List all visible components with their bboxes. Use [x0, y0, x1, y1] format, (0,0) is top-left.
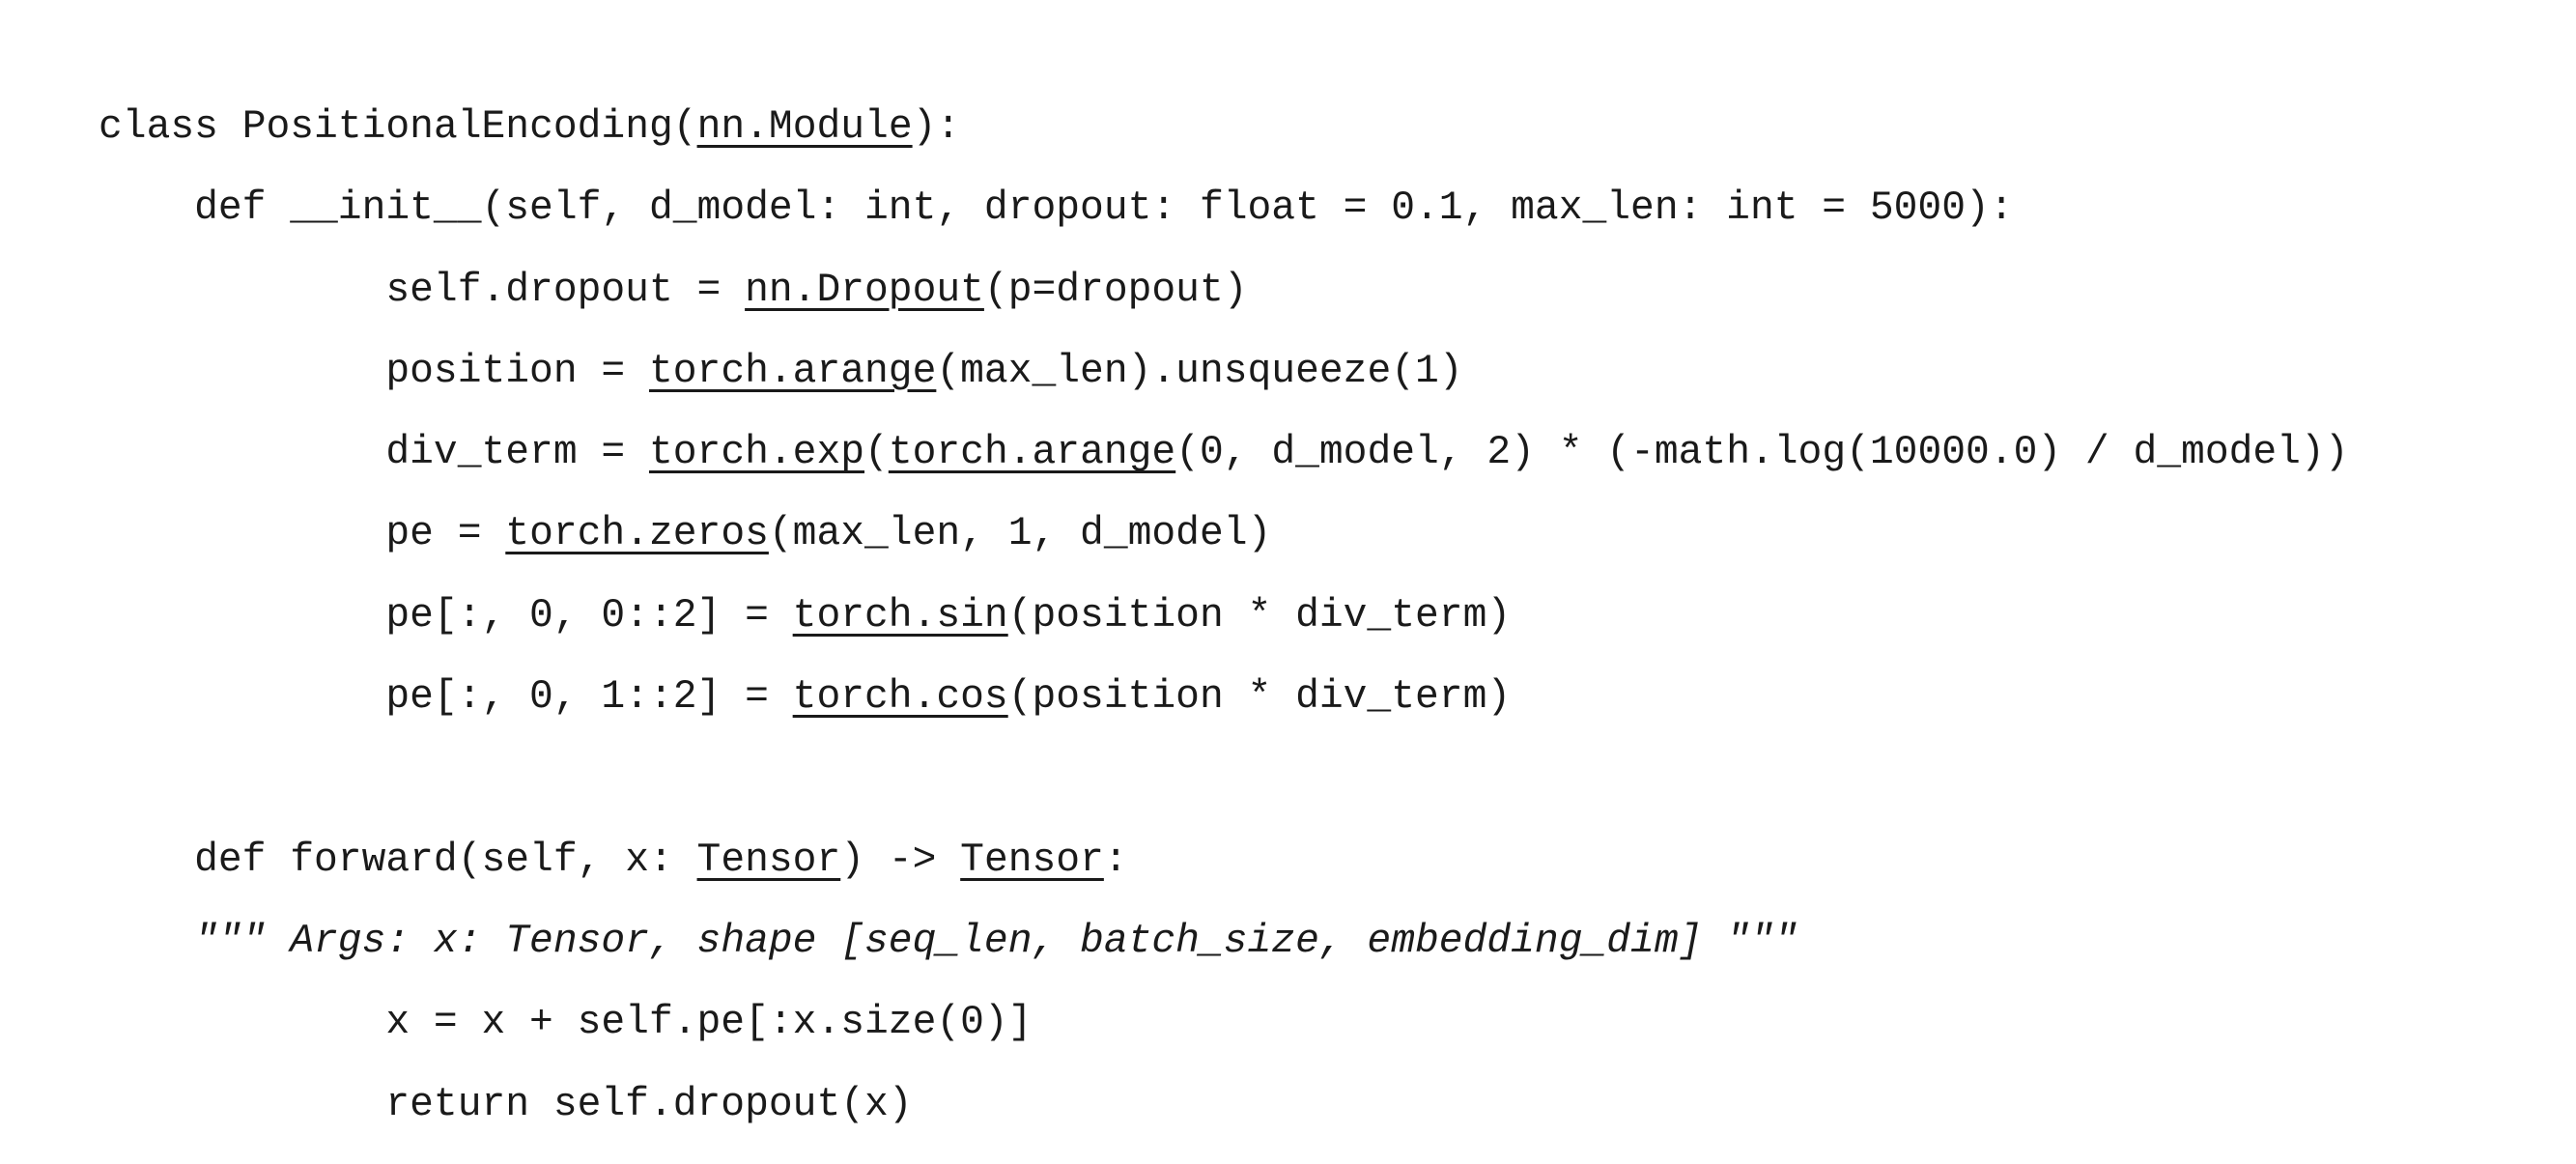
code-link[interactable]: nn.Module	[696, 105, 913, 150]
code-text: ) ->	[840, 838, 961, 883]
code-block: class PositionalEncoding(nn.Module): def …	[99, 87, 2349, 1146]
code-text: (position * div_term)	[1007, 593, 1512, 639]
code-text: :	[1103, 838, 1128, 883]
code-text: pe[:, 0, 0::2] =	[385, 593, 793, 639]
code-link[interactable]: torch.cos	[792, 675, 1008, 721]
code-text: x = x + self.pe[:x.size(0)]	[385, 1001, 1033, 1046]
code-link[interactable]: torch.arange	[648, 349, 937, 394]
code-line: pe = torch.zeros(max_len, 1, d_model)	[99, 494, 2349, 575]
code-link[interactable]: Tensor	[696, 838, 841, 883]
code-text: div_term =	[385, 431, 649, 476]
code-text: pe =	[385, 512, 506, 557]
code-text: position =	[385, 349, 649, 394]
code-text: (p=dropout)	[983, 268, 1248, 313]
code-line: x = x + self.pe[:x.size(0)]	[99, 982, 2349, 1064]
code-text: (max_len).unsqueeze(1)	[936, 349, 1463, 394]
code-text: (	[864, 431, 889, 476]
code-text: def forward(self, x:	[194, 838, 697, 883]
code-link[interactable]: torch.arange	[888, 431, 1176, 476]
code-text: (max_len, 1, d_model)	[768, 512, 1272, 557]
code-text: ):	[912, 105, 961, 150]
code-line	[99, 738, 2349, 819]
code-line: class PositionalEncoding(nn.Module):	[99, 87, 2349, 168]
code-text: return self.dropout(x)	[385, 1082, 913, 1127]
docstring: """ Args: x: Tensor, shape [seq_len, bat…	[194, 919, 1798, 964]
code-line: pe[:, 0, 0::2] = torch.sin(position * di…	[99, 576, 2349, 657]
code-link[interactable]: torch.exp	[648, 431, 865, 476]
code-text: self.dropout =	[385, 268, 746, 313]
code-link[interactable]: torch.zeros	[505, 512, 769, 557]
code-line: return self.dropout(x)	[99, 1065, 2349, 1146]
code-text: pe[:, 0, 1::2] =	[385, 675, 793, 721]
code-line: position = torch.arange(max_len).unsquee…	[99, 331, 2349, 412]
code-text: class PositionalEncoding(	[99, 105, 697, 150]
code-line: def __init__(self, d_model: int, dropout…	[99, 168, 2349, 249]
code-line: div_term = torch.exp(torch.arange(0, d_m…	[99, 412, 2349, 494]
code-line: self.dropout = nn.Dropout(p=dropout)	[99, 250, 2349, 331]
code-link[interactable]: Tensor	[960, 838, 1104, 883]
code-line: pe[:, 0, 1::2] = torch.cos(position * di…	[99, 657, 2349, 738]
code-link[interactable]: torch.sin	[792, 593, 1008, 639]
code-text: (0, d_model, 2) * (-math.log(10000.0) / …	[1175, 431, 2349, 476]
code-line: def forward(self, x: Tensor) -> Tensor:	[99, 820, 2349, 901]
code-text: (position * div_term)	[1007, 675, 1512, 721]
code-line: """ Args: x: Tensor, shape [seq_len, bat…	[99, 901, 2349, 982]
code-link[interactable]: nn.Dropout	[745, 268, 984, 313]
code-text: def __init__(self, d_model: int, dropout…	[194, 186, 2014, 232]
